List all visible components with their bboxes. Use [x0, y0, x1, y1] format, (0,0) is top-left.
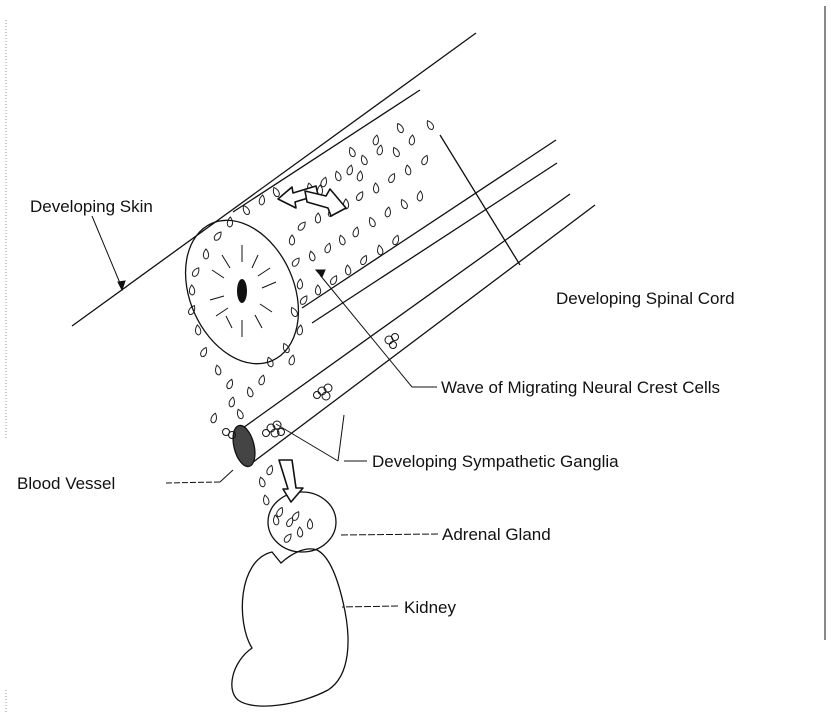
neural-crest-cell [297, 220, 307, 231]
neural-crest-cell [203, 249, 208, 259]
neural-crest-cell [307, 519, 312, 529]
neural-crest-cell [345, 265, 351, 276]
neural-crest-cell [200, 346, 209, 357]
label-developing-skin: Developing Skin [30, 197, 153, 216]
neural-crest-cell [236, 408, 244, 419]
neural-crest-cell [191, 266, 201, 277]
neural-crest-cell [288, 355, 295, 366]
neural-crest-cell [352, 227, 360, 238]
neural-crest-cell [228, 397, 235, 408]
neural-crest-cell [259, 195, 266, 206]
neural-crest-cell [385, 207, 392, 218]
neural-crest-cell [348, 146, 357, 157]
neural-crest-cell [346, 164, 354, 175]
neural-crest-cell [258, 374, 266, 385]
neural-crest-cell [359, 254, 368, 265]
neural-crest-cell [360, 154, 369, 165]
neural-crest-cell [376, 145, 383, 156]
neural-crest-cell [226, 378, 234, 389]
migration-arrow-right [305, 189, 346, 216]
neural-crest-cell [266, 464, 274, 475]
neural-crest-cell [421, 154, 430, 165]
label-blood-vessel: Blood Vessel [17, 474, 115, 493]
sympathetic-ganglia [223, 334, 399, 439]
neural-crest-cell [246, 386, 254, 397]
neural-crest-cell [324, 242, 332, 253]
neural-crest-cell [425, 119, 435, 130]
neural-crest-cell [258, 476, 266, 487]
kidney [232, 549, 348, 706]
neural-crest-cell [282, 342, 291, 353]
neural-crest-cell [285, 516, 294, 527]
neural-crest-cell [376, 245, 383, 256]
label-wave-of-migrating-neural-crest-cells: Wave of Migrating Neural Crest Cells [441, 378, 720, 397]
label-developing-sympathetic-ganglia: Developing Sympathetic Ganglia [372, 452, 619, 471]
neural-crest-cell [291, 256, 301, 267]
label-kidney: Kidney [404, 598, 456, 617]
neural-crest-cell [315, 285, 321, 295]
migration-arrow-down [279, 460, 303, 502]
neural-crest-cell [395, 122, 404, 133]
neural-crest-cell [297, 527, 303, 537]
central-canal [237, 279, 247, 303]
migration-arrows [278, 186, 346, 502]
neural-crest-cell [355, 190, 365, 201]
label-adrenal-gland: Adrenal Gland [442, 525, 551, 544]
neural-crest-cell [373, 183, 379, 193]
ganglion-cluster [385, 334, 399, 349]
label-developing-spinal-cord: Developing Spinal Cord [556, 289, 735, 308]
neural-crest-cell [262, 495, 269, 506]
neural-crest-cell [387, 172, 396, 183]
neural-crest-cell [272, 186, 281, 197]
spinal-cord-cross-section [164, 202, 320, 381]
neural-crest-cell [213, 230, 223, 241]
neural-crest-cell [195, 325, 202, 336]
ganglion-cluster [263, 421, 285, 437]
neural-crest-cell [399, 198, 408, 209]
neural-crest-cell [368, 216, 377, 227]
blood-vessel-tube [240, 194, 595, 463]
neural-crest-cell [417, 191, 423, 201]
neural-crest-cell [283, 532, 293, 543]
neural-crest-cell [210, 412, 218, 423]
ganglion-cluster [314, 384, 333, 400]
neural-crest-cell [227, 217, 233, 227]
adrenal-gland [268, 492, 336, 552]
neural-crest-cell [338, 234, 346, 245]
neural-crest-cell [357, 171, 363, 182]
neural-crest-cell [276, 506, 285, 517]
neural-crest-cell [214, 365, 221, 376]
neural-crest-cell [372, 135, 379, 146]
neural-crest-cell [291, 510, 301, 521]
neural-crest-cell [315, 213, 321, 223]
neural-crest-cell [289, 235, 294, 245]
neural-crest-cell [409, 135, 415, 146]
developing-skin-line [72, 33, 476, 326]
neural-crest-cell [189, 285, 195, 295]
neural-crest-cell [405, 165, 412, 176]
neural-crest-cell [308, 250, 316, 261]
neural-crest-cell [289, 306, 298, 317]
neural-crest-cell [391, 146, 400, 157]
spinal-cord-tube [233, 90, 557, 323]
neural-crest-cell [297, 279, 303, 289]
neural-crest-cells [187, 119, 434, 543]
neural-crest-cell [334, 170, 342, 181]
